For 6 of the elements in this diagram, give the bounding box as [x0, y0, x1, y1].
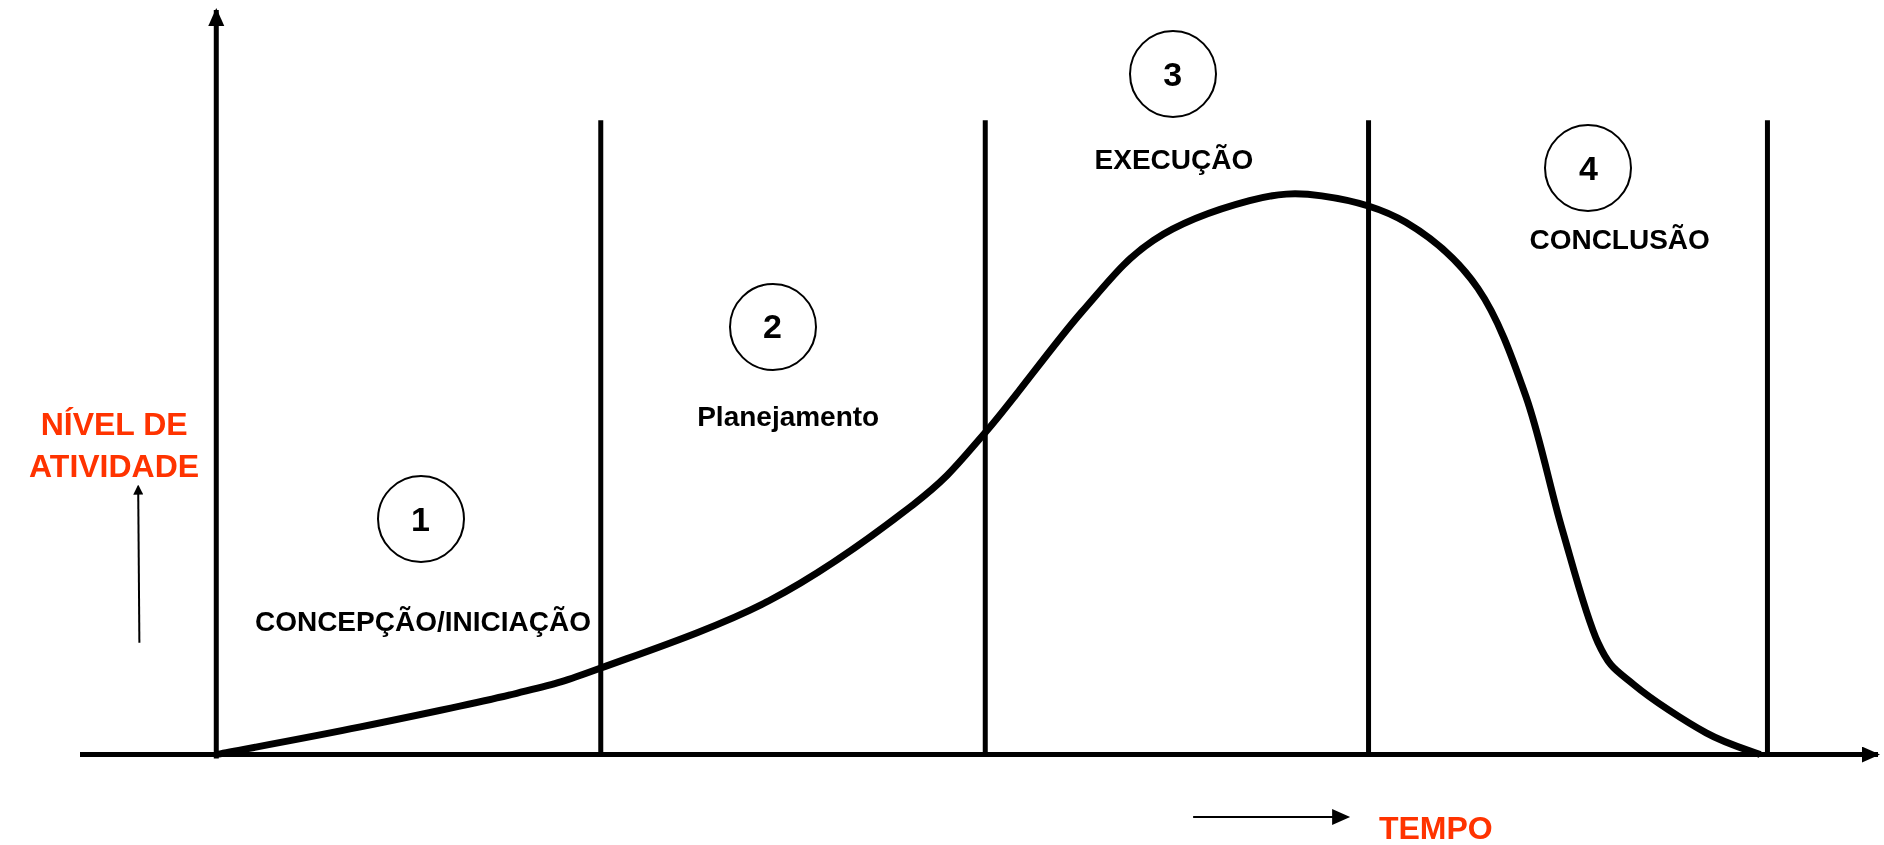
phase-name: CONCEPÇÃO/INICIAÇÃO: [254, 605, 591, 640]
phase-name: EXECUÇÃO: [1094, 142, 1254, 177]
phase-name: CONCLUSÃO: [1529, 223, 1710, 258]
axis-title: TEMPO: [1377, 809, 1494, 845]
axis-title: NÍVEL DE ATIVIDADE: [28, 404, 201, 486]
phase-name: Planejamento: [697, 399, 880, 434]
